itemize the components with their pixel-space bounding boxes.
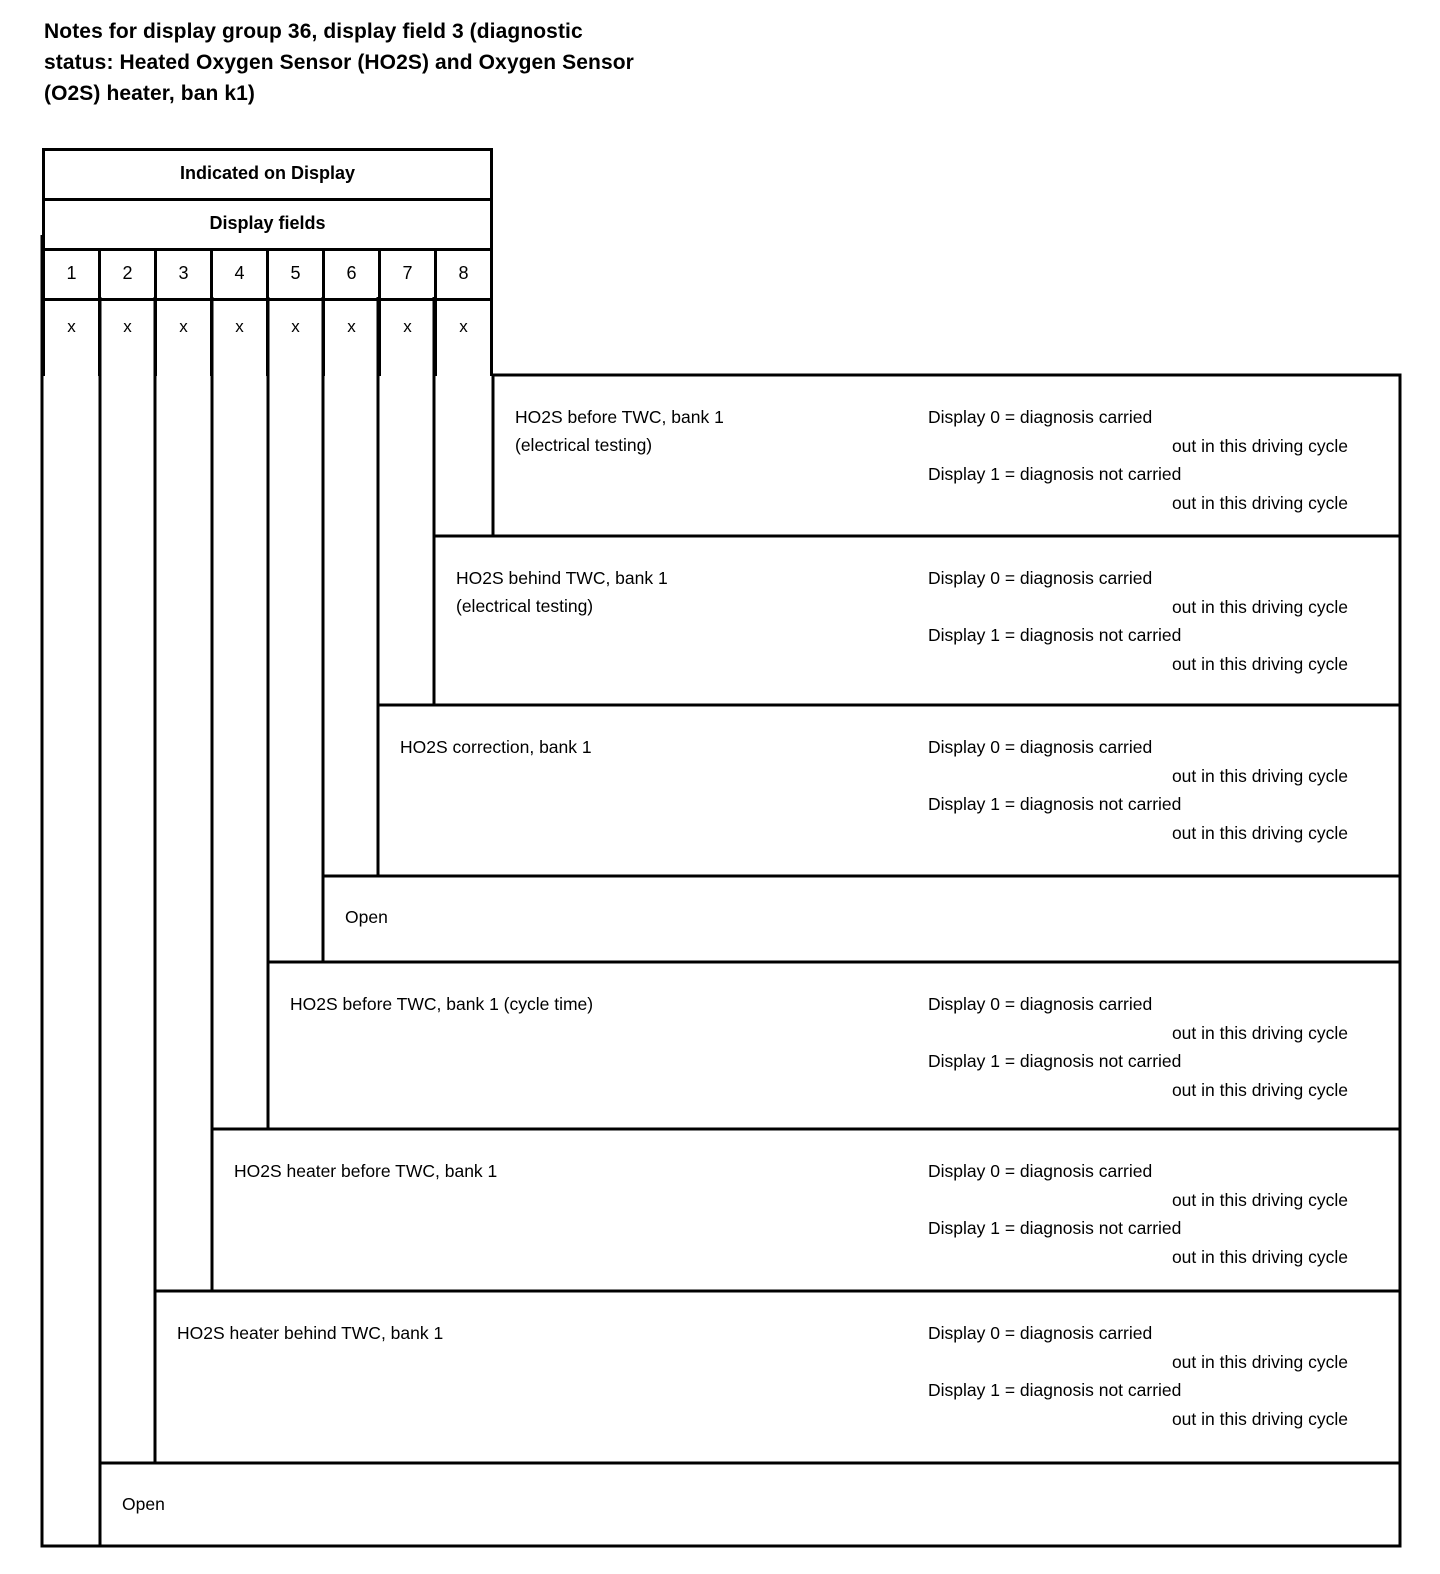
legend-display-1-line2: out in this driving cycle bbox=[1171, 492, 1348, 513]
legend-display-1-line2: out in this driving cycle bbox=[1171, 1408, 1348, 1429]
table-row-column-numbers: 1 2 3 4 5 6 7 8 bbox=[42, 248, 493, 298]
column-number-3: 3 bbox=[157, 251, 213, 298]
page-title: Notes for display group 36, display fiel… bbox=[44, 20, 634, 105]
legend-display-0-line1: Display 0 = diagnosis carried bbox=[928, 994, 1153, 1014]
legend-display-0-line2: out in this driving cycle bbox=[1171, 596, 1348, 617]
mark-column-5: x bbox=[269, 301, 325, 376]
mark-column-7: x bbox=[381, 301, 437, 376]
row-label-field-5: Open bbox=[345, 907, 388, 927]
legend-display-0-line1: Display 0 = diagnosis carried bbox=[928, 407, 1153, 427]
column-number-1: 1 bbox=[45, 251, 101, 298]
mark-column-3: x bbox=[157, 301, 213, 376]
legend-display-0-line2: out in this driving cycle bbox=[1171, 435, 1348, 456]
row-label-field-3: HO2S heater before TWC, bank 1 bbox=[234, 1161, 498, 1181]
legend-display-0-line2: out in this driving cycle bbox=[1171, 765, 1348, 786]
table-row-marks: x x x x x x x x bbox=[42, 298, 493, 376]
legend-display-1-line2: out in this driving cycle bbox=[1171, 1246, 1348, 1267]
column-number-7: 7 bbox=[381, 251, 437, 298]
legend-display-1-line1: Display 1 = diagnosis not carried bbox=[928, 1051, 1182, 1071]
column-number-2: 2 bbox=[101, 251, 157, 298]
legend-display-0-line1: Display 0 = diagnosis carried bbox=[928, 568, 1153, 588]
row-legend-field-2: Display 0 = diagnosis carried out in this… bbox=[928, 1319, 1348, 1433]
mark-column-4: x bbox=[213, 301, 269, 376]
row-label-field-2: HO2S heater behind TWC, bank 1 bbox=[177, 1323, 444, 1343]
legend-display-1-line1: Display 1 = diagnosis not carried bbox=[928, 625, 1182, 645]
legend-display-1-line1: Display 1 = diagnosis not carried bbox=[928, 1380, 1182, 1400]
mark-column-1: x bbox=[45, 301, 101, 376]
display-fields-table: Indicated on Display Display fields 1 2 … bbox=[42, 148, 493, 376]
mark-column-6: x bbox=[325, 301, 381, 376]
row-label-field-6: HO2S correction, bank 1 bbox=[400, 737, 592, 757]
row-label-field-4: HO2S before TWC, bank 1 (cycle time) bbox=[290, 994, 594, 1014]
table-band-indicated-on-display: Indicated on Display bbox=[42, 148, 493, 198]
column-number-6: 6 bbox=[325, 251, 381, 298]
row-label-field-8: HO2S before TWC, bank 1 (electrical test… bbox=[515, 407, 724, 455]
legend-display-1-line2: out in this driving cycle bbox=[1171, 653, 1348, 674]
legend-display-1-line2: out in this driving cycle bbox=[1171, 1079, 1348, 1100]
row-legend-field-4: Display 0 = diagnosis carried out in this… bbox=[928, 990, 1348, 1104]
column-number-5: 5 bbox=[269, 251, 325, 298]
row-label-field-1: Open bbox=[122, 1494, 165, 1514]
row-legend-field-6: Display 0 = diagnosis carried out in this… bbox=[928, 733, 1348, 847]
column-number-8: 8 bbox=[458, 263, 469, 283]
legend-display-1-line1: Display 1 = diagnosis not carried bbox=[928, 794, 1182, 814]
row-legend-field-3: Display 0 = diagnosis carried out in this… bbox=[928, 1157, 1348, 1271]
legend-display-0-line2: out in this driving cycle bbox=[1171, 1351, 1348, 1372]
legend-display-1-line2: out in this driving cycle bbox=[1171, 822, 1348, 843]
legend-display-0-line2: out in this driving cycle bbox=[1171, 1022, 1348, 1043]
row-legend-field-7: Display 0 = diagnosis carried out in this… bbox=[928, 564, 1348, 678]
table-band-display-fields: Display fields bbox=[42, 198, 493, 248]
mark-column-2: x bbox=[101, 301, 157, 376]
mark-column-8: x bbox=[459, 317, 468, 336]
legend-display-0-line1: Display 0 = diagnosis carried bbox=[928, 737, 1153, 757]
legend-display-1-line1: Display 1 = diagnosis not carried bbox=[928, 1218, 1182, 1238]
legend-display-0-line1: Display 0 = diagnosis carried bbox=[928, 1323, 1153, 1343]
column-number-4: 4 bbox=[213, 251, 269, 298]
row-label-field-7: HO2S behind TWC, bank 1 (electrical test… bbox=[456, 568, 668, 616]
row-legend-field-8: Display 0 = diagnosis carried out in this… bbox=[928, 403, 1348, 517]
legend-display-0-line2: out in this driving cycle bbox=[1171, 1189, 1348, 1210]
legend-display-1-line1: Display 1 = diagnosis not carried bbox=[928, 464, 1182, 484]
legend-display-0-line1: Display 0 = diagnosis carried bbox=[928, 1161, 1153, 1181]
